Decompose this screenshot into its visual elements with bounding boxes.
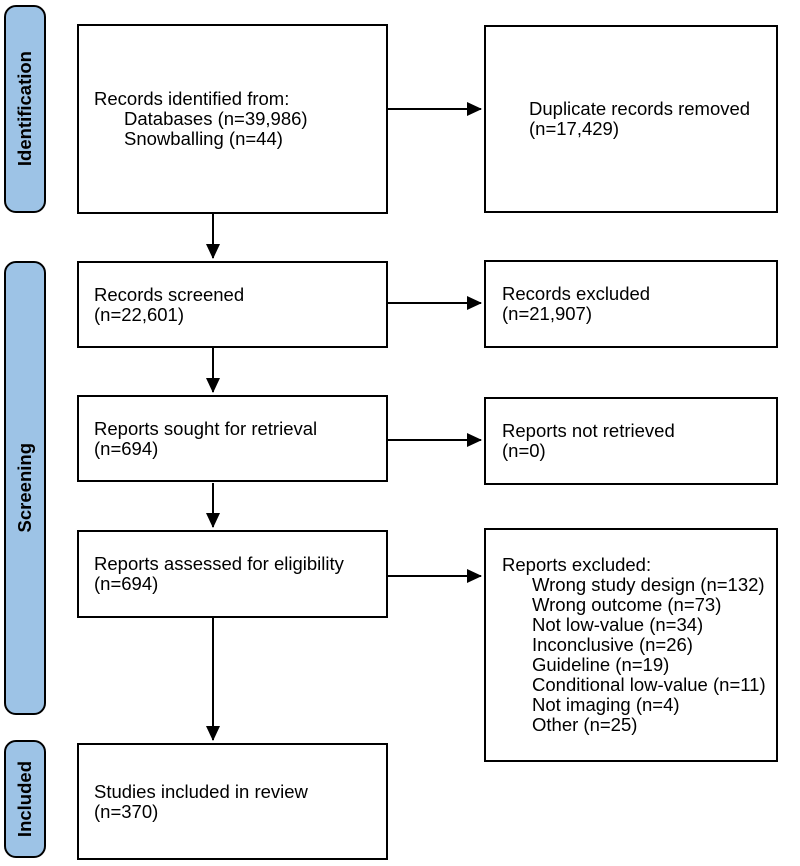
reports-excluded-reason: Other (n=25): [532, 714, 638, 735]
box-reports-not-retrieved: Reports not retrieved (n=0): [484, 397, 778, 485]
duplicates-removed-text: Duplicate records removed: [529, 98, 751, 119]
stage-label-screening: Screening: [4, 261, 46, 715]
studies-included-count: (n=370): [94, 800, 159, 822]
records-excluded-count: (n=21,907): [502, 303, 592, 324]
box-reports-assessed: Reports assessed for eligibility (n=694): [77, 530, 388, 618]
box-records-excluded: Records excluded (n=21,907): [484, 260, 778, 348]
box-records-identified: Records identified from: Databases (n=39…: [77, 24, 388, 214]
box-records-screened: Records screened (n=22,601): [77, 261, 388, 348]
records-screened-count: (n=22,601): [94, 303, 184, 325]
stage-label-included-text: Included: [14, 760, 35, 838]
reports-not-retrieved-text: Reports not retrieved: [502, 420, 675, 441]
stage-label-identification-text: Identification: [14, 51, 35, 167]
records-excluded-text: Records excluded: [502, 283, 651, 304]
box-studies-included: Studies included in review (n=370): [77, 743, 388, 860]
records-screened-text: Records screened: [94, 283, 245, 305]
reports-assessed-text: Reports assessed for eligibility: [94, 553, 344, 574]
reports-excluded-reason: Guideline (n=19): [532, 654, 670, 675]
reports-assessed-count: (n=694): [94, 573, 159, 594]
stage-label-screening-text: Screening: [14, 443, 35, 533]
duplicates-removed-count: (n=17,429): [529, 118, 619, 139]
box-reports-excluded: Reports excluded: Wrong study design (n=…: [484, 528, 778, 762]
records-identified-snowballing: Snowballing (n=44): [124, 128, 283, 149]
reports-not-retrieved-count: (n=0): [502, 440, 546, 461]
records-identified-databases: Databases (n=39,986): [124, 108, 308, 129]
reports-sought-text: Reports sought for retrieval: [94, 417, 318, 439]
reports-excluded-reason: Not low-value (n=34): [532, 614, 704, 635]
reports-excluded-reason: Conditional low-value (n=11): [532, 674, 766, 695]
reports-excluded-reason: Not imaging (n=4): [532, 694, 680, 715]
stage-label-identification: Identification: [4, 5, 46, 213]
reports-excluded-reason: Wrong study design (n=132): [532, 574, 765, 595]
reports-excluded-reason: Wrong outcome (n=73): [532, 594, 722, 615]
studies-included-text: Studies included in review: [94, 780, 308, 802]
reports-excluded-reason: Inconclusive (n=26): [532, 634, 693, 655]
records-identified-title: Records identified from:: [94, 88, 290, 109]
box-duplicate-records-removed: Duplicate records removed (n=17,429): [484, 25, 778, 213]
box-reports-sought: Reports sought for retrieval (n=694): [77, 395, 388, 482]
reports-excluded-title: Reports excluded:: [502, 554, 652, 575]
reports-sought-count: (n=694): [94, 437, 159, 459]
stage-label-included: Included: [4, 740, 46, 858]
